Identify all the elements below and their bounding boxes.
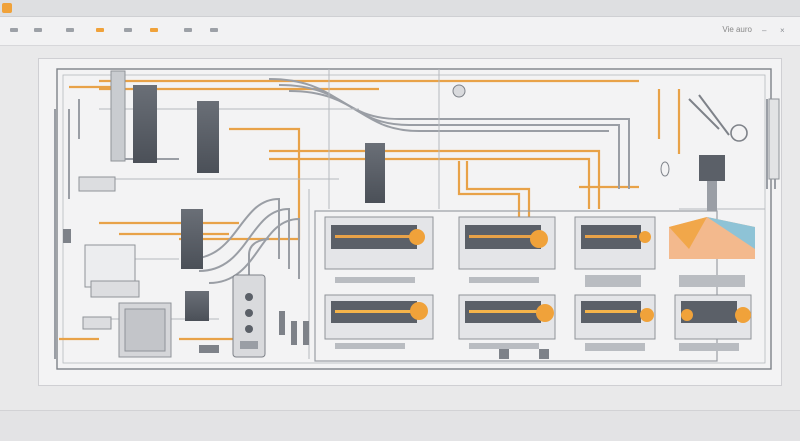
close-icon[interactable]: × xyxy=(780,26,785,35)
app-icon[interactable] xyxy=(2,3,12,13)
options-button[interactable] xyxy=(206,23,222,37)
toolbar: Vie auro – × xyxy=(0,17,800,46)
file-icon[interactable] xyxy=(6,23,22,37)
equipment-towers xyxy=(110,70,385,321)
zoom-icon[interactable] xyxy=(180,23,196,37)
drawing-canvas[interactable] xyxy=(38,58,782,386)
undo-icon[interactable] xyxy=(62,23,78,37)
diagram-frame xyxy=(56,68,772,370)
minimize-icon[interactable]: – xyxy=(762,26,767,35)
layer-button[interactable] xyxy=(146,23,162,37)
title-bar xyxy=(0,0,800,17)
valves xyxy=(63,229,549,359)
schematic-diagram xyxy=(54,68,780,370)
tool-button[interactable] xyxy=(120,23,136,37)
right-fixtures xyxy=(452,84,780,211)
control-cabinet xyxy=(232,274,266,358)
left-panels xyxy=(78,176,172,358)
status-bar xyxy=(0,410,800,441)
save-icon[interactable] xyxy=(30,23,46,37)
orange-pipes xyxy=(59,79,681,341)
redo-icon[interactable] xyxy=(92,23,108,37)
view-label: Vie auro xyxy=(722,25,752,34)
unit-modules xyxy=(314,210,755,362)
